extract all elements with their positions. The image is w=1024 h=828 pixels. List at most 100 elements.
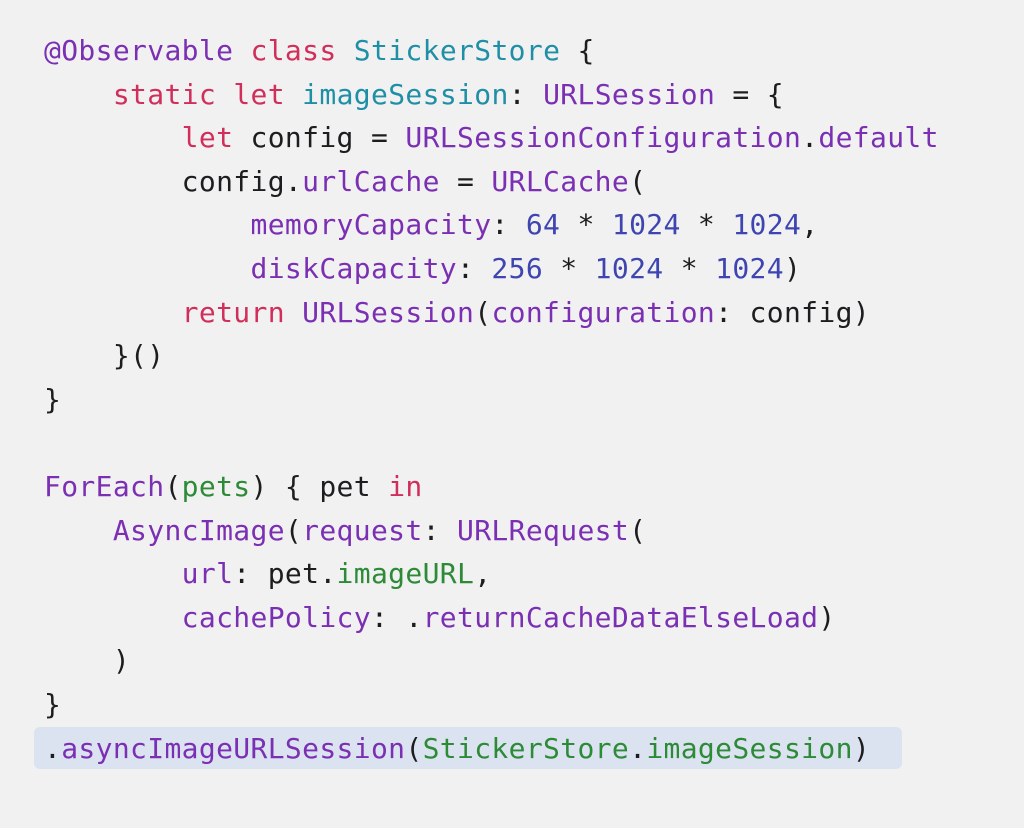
line-content: let config = URLSessionConfiguration.def… (44, 121, 939, 154)
code-token: diskCapacity (250, 251, 457, 285)
code-line: diskCapacity: 256 * 1024 * 1024) (44, 247, 939, 291)
code-token: : config) (715, 295, 871, 329)
code-token: config. (44, 164, 303, 198)
code-token: StickerStore (422, 731, 630, 765)
line-content: AsyncImage(request: URLRequest( (44, 514, 646, 547)
code-token: * (663, 251, 716, 285)
code-token: : (508, 77, 544, 111)
code-token: }() (44, 339, 165, 373)
code-token: : (422, 513, 458, 547)
code-token: ( (284, 513, 303, 547)
code-line: } (44, 378, 939, 422)
code-line: AsyncImage(request: URLRequest( (44, 509, 939, 553)
code-token (44, 601, 182, 634)
code-token: return (181, 295, 285, 329)
code-token: URLSessionConfiguration (405, 121, 802, 155)
code-line: url: pet.imageURL, (44, 552, 939, 596)
code-line (44, 421, 939, 465)
line-content: url: pet.imageURL, (44, 557, 491, 590)
code-token: AsyncImage (112, 513, 285, 547)
code-token: : . (370, 600, 423, 634)
code-token: ( (629, 513, 647, 547)
code-line: ) (44, 639, 939, 683)
code-token: memoryCapacity (250, 208, 492, 242)
code-token: config = (233, 121, 406, 155)
code-token: ( (164, 469, 182, 503)
code-token (44, 514, 113, 547)
line-content: ForEach(pets) { pet in (44, 470, 423, 503)
code-token: 1024 (715, 251, 784, 285)
code-token: ) (783, 251, 802, 285)
code-line: @Observable class StickerStore { (44, 29, 939, 73)
code-token: 1024 (594, 251, 664, 285)
code-token: = { (715, 77, 784, 111)
code-token: . (801, 121, 819, 155)
code-token: 1024 (611, 208, 681, 242)
line-content: ) (44, 644, 130, 677)
code-token: static (112, 77, 217, 111)
code-token: URLCache (491, 164, 630, 198)
code-token: : (457, 251, 492, 285)
code-line: ForEach(pets) { pet in (44, 465, 939, 509)
code-token: { (560, 34, 595, 67)
code-token: 64 (525, 208, 561, 242)
line-content: memoryCapacity: 64 * 1024 * 1024, (44, 208, 819, 242)
code-token: ForEach (44, 469, 165, 503)
code-token (44, 252, 251, 285)
code-token: @Observable (44, 34, 234, 67)
code-token: } (44, 382, 62, 416)
code-block: @Observable class StickerStore { static … (34, 29, 939, 771)
code-token (216, 78, 233, 111)
code-token (44, 121, 182, 154)
code-token: ) { pet (250, 469, 389, 503)
code-line: memoryCapacity: 64 * 1024 * 1024, (44, 203, 939, 247)
code-token: ) (44, 644, 131, 678)
code-token: StickerStore (353, 34, 561, 67)
code-line-highlighted: .asyncImageURLSession(StickerStore.image… (34, 726, 939, 771)
line-content: @Observable class StickerStore { (44, 34, 595, 67)
code-token: cachePolicy (181, 600, 371, 634)
line-content: .asyncImageURLSession(StickerStore.image… (44, 732, 870, 765)
code-token: imageURL (336, 557, 475, 591)
code-token: ) (818, 600, 836, 634)
code-line: }() (44, 334, 939, 378)
code-token (285, 78, 302, 111)
code-token: returnCacheDataElseLoad (422, 600, 819, 634)
code-token: : pet. (233, 557, 337, 591)
code-token: : (491, 208, 526, 242)
code-token: . (44, 731, 62, 765)
code-token: , (474, 557, 492, 591)
code-token: urlCache (302, 164, 440, 198)
line-content: diskCapacity: 256 * 1024 * 1024) (44, 252, 801, 285)
code-token: let (181, 121, 234, 155)
code-token: } (44, 687, 62, 721)
code-token: 1024 (732, 208, 802, 242)
code-token: , (801, 208, 819, 242)
code-token: asyncImageURLSession (61, 731, 406, 765)
line-content (44, 426, 61, 459)
line-content: static let imageSession: URLSession = { (44, 78, 784, 111)
code-token (44, 557, 182, 590)
line-content: } (44, 688, 61, 721)
code-token: URLSession (302, 295, 475, 329)
code-token: ( (405, 731, 423, 765)
code-line: config.urlCache = URLCache( (44, 160, 939, 204)
code-token: class (250, 34, 337, 67)
code-token: default (818, 121, 939, 155)
code-token: ( (474, 295, 492, 329)
code-line: static let imageSession: URLSession = { (44, 73, 939, 117)
line-content: } (44, 383, 61, 416)
code-token: * (543, 251, 595, 285)
code-token: url (181, 557, 234, 591)
code-line: return URLSession(configuration: config) (44, 291, 939, 335)
code-line: let config = URLSessionConfiguration.def… (44, 116, 939, 160)
code-token (44, 208, 251, 241)
code-token (285, 296, 302, 329)
line-content: return URLSession(configuration: config) (44, 296, 870, 329)
line-highlight (34, 726, 902, 769)
line-content: config.urlCache = URLCache( (44, 165, 646, 198)
code-token: request (302, 513, 423, 547)
line-content: cachePolicy: .returnCacheDataElseLoad) (44, 601, 836, 634)
code-token (233, 34, 250, 67)
